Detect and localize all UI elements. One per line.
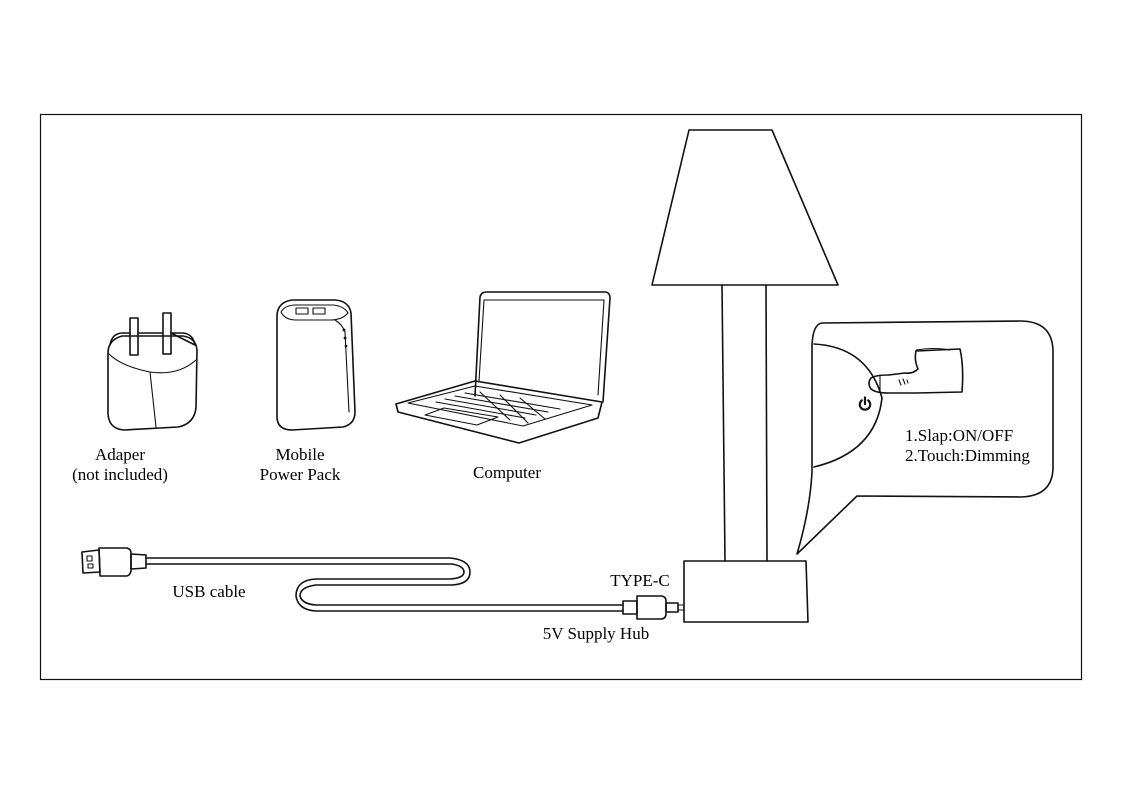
adapter-label-line2: (not included) [72, 465, 168, 484]
adapter-label: Adaper (not included) [60, 445, 180, 485]
computer-label: Computer [473, 463, 541, 482]
power-pack-label-line1: Mobile [275, 445, 325, 464]
usb-cable [145, 557, 624, 612]
table-lamp-icon [651, 129, 839, 623]
power-pack-label-line2: Power Pack [259, 465, 341, 484]
instruction-line1: 1.Slap:ON/OFF [905, 426, 1014, 445]
instruction-text: 1.Slap:ON/OFF 2.Touch:Dimming [905, 426, 1045, 466]
power-icon [858, 396, 872, 411]
diagram-frame [39, 113, 1083, 681]
power-bank-icon [276, 299, 356, 431]
supply-hub-label: 5V Supply Hub [542, 624, 650, 643]
adapter-icon [107, 312, 198, 431]
adapter-label-line1: Adaper [94, 445, 146, 464]
type-c-plug-icon [622, 595, 685, 620]
instruction-line2: 2.Touch:Dimming [905, 446, 1030, 465]
usb-cable-label: USB cable [172, 582, 246, 601]
usb-plug-icon [81, 547, 147, 577]
finger-touch-icon [868, 347, 964, 394]
type-c-label: TYPE-C [610, 571, 670, 590]
instruction-bubble [796, 320, 1054, 555]
laptop-icon [395, 291, 611, 444]
power-pack-label: Mobile Power Pack [248, 445, 352, 485]
